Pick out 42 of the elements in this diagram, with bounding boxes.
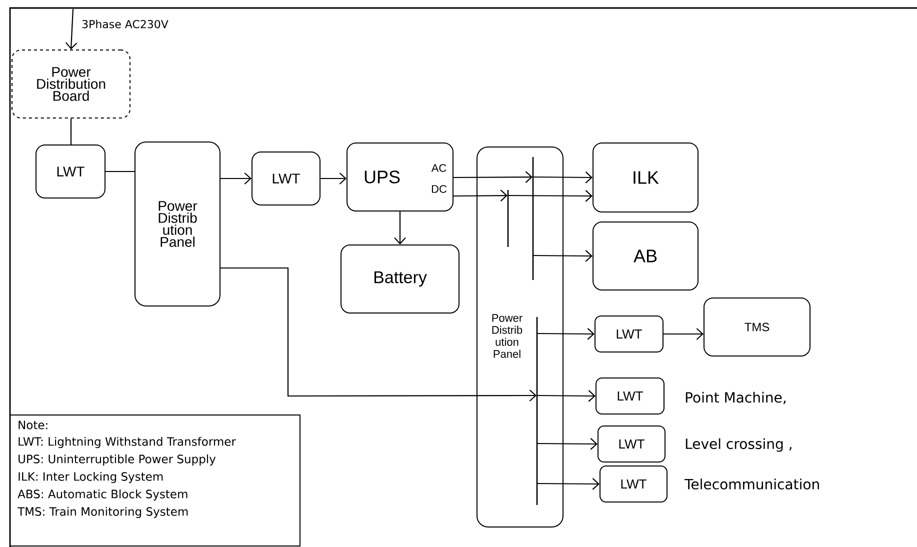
note-line: ABS: Automatic Block System [18,489,188,501]
process-box: LWT [596,378,664,414]
process-box: LWT [600,466,668,502]
arrow [508,190,592,202]
process-box: AB [592,222,698,290]
note-line: ILK: Inter Locking System [18,472,163,484]
port-label: AC [431,164,446,172]
process-box: LWT [598,426,666,462]
arrow [532,250,592,262]
process-box: TMS [704,298,810,356]
dashed-box: Power Distribution Board [12,50,130,118]
note-heading: Note: [18,420,48,430]
arrow [320,172,346,184]
beside-text: Telecommunication [684,478,819,490]
arrow [65,8,78,50]
arrow [454,171,532,183]
arrow [454,190,508,202]
note-line: TMS: Train Monitoring System [18,506,188,518]
process-box: ILK [592,142,698,212]
arrow [536,328,594,340]
note-line: UPS: Uninterruptible Power Supply [18,454,216,466]
panel-box: Power Distrib ution Panel [476,146,564,528]
edge-label: 3Phase AC230V [80,18,170,30]
beside-text: Point Machine, [686,392,786,404]
panel-box: Power Distrib ution Panel [134,142,220,306]
note-line: LWT: Lightning Withstand Transformer [18,436,236,448]
process-box: LWT [252,152,320,206]
note-box [10,414,300,546]
process-box: UPS AC DC [346,142,454,212]
arrow [536,438,598,450]
beside-text: Level crossing , [686,438,792,452]
arrow [220,267,536,402]
arrow [664,328,704,340]
process-box: LWT [36,144,106,198]
process-box: Battery [340,244,460,314]
arrow [394,212,406,244]
arrow [536,390,596,402]
port-label: DC [432,185,447,193]
arrow [532,172,592,184]
arrow [536,478,600,490]
process-box: LWT [594,316,664,352]
arrow [220,172,252,184]
